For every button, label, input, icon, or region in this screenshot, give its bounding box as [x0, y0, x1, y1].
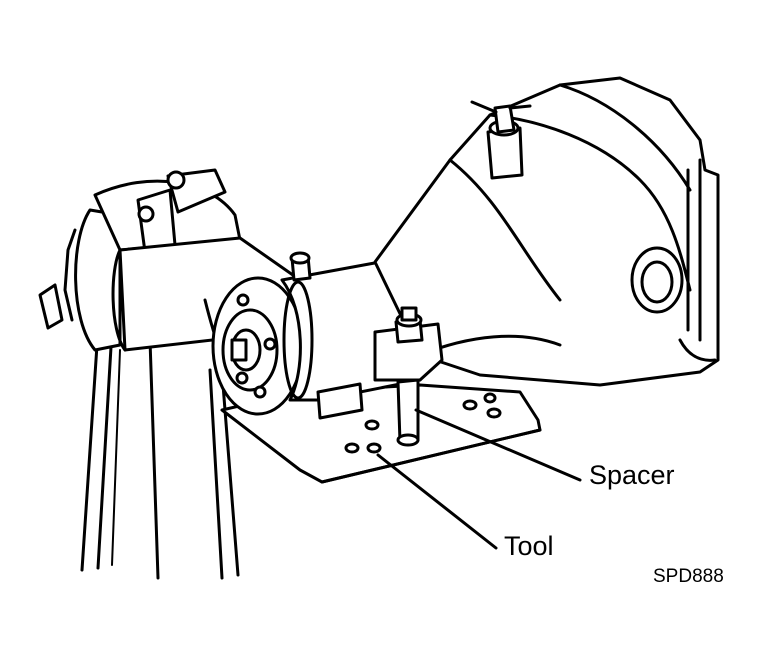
spacer [396, 378, 420, 447]
stand-head [38, 168, 242, 352]
spacer-leader-line [414, 408, 582, 482]
tool-label: Tool [504, 531, 554, 561]
stand-legs [80, 298, 240, 580]
carrier-housing [373, 76, 720, 387]
companion-flange [211, 276, 305, 416]
figure-code: SPD888 [653, 566, 724, 587]
spacer-label: Spacer [589, 460, 675, 490]
neck-stud [289, 251, 312, 282]
mounting-bracket [373, 306, 444, 382]
breather-fitting [470, 100, 532, 180]
tool-leader-line [376, 453, 498, 550]
